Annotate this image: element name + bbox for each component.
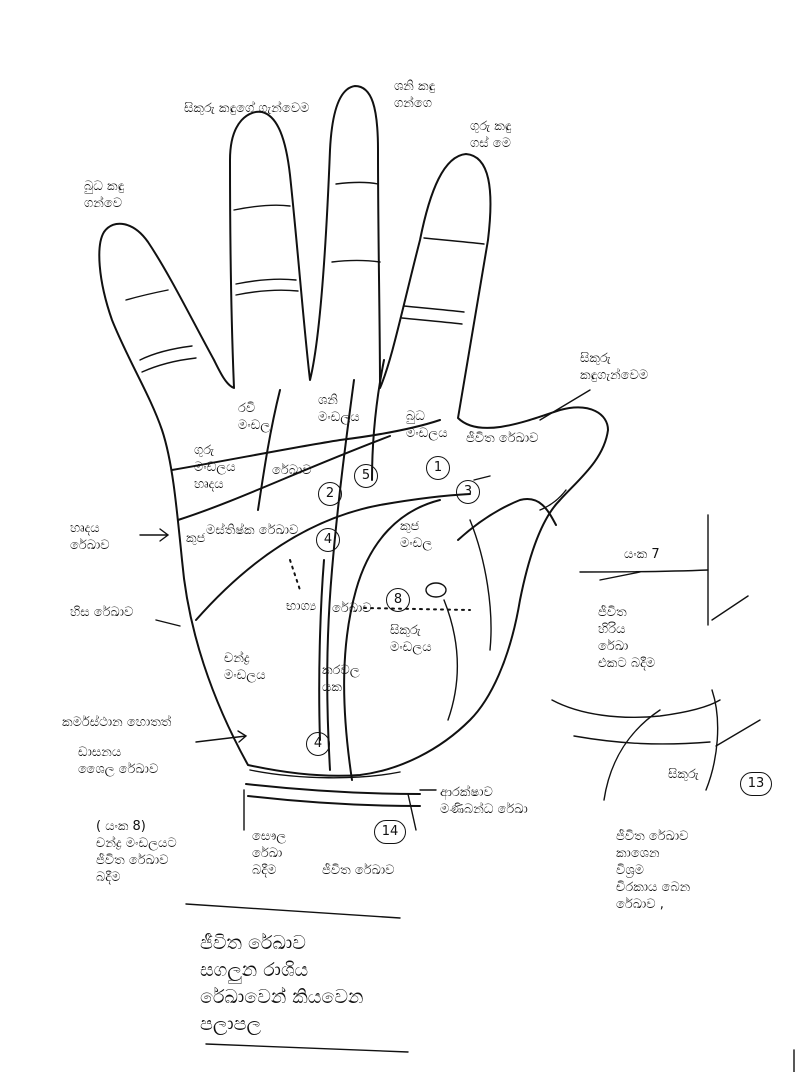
thumb-line <box>469 519 492 651</box>
label-budha-mount: බුධ මංඩලය <box>406 409 448 441</box>
mount-curve <box>443 599 459 721</box>
circled-number-4b: 4 <box>316 528 340 552</box>
label-guru-mount: ගුරු මංඩලය හෘදය <box>194 443 236 492</box>
label-inset-bottom: සිකුරු <box>668 767 699 782</box>
crease-index-1 <box>125 289 169 301</box>
label-inset-top-text: ජීවිත හිරිය රේඛා එකට බදීම <box>598 605 656 671</box>
inset-bottom-diag <box>715 719 761 747</box>
label-ring-finger-mount: සිකුරු කඳුගේ ගැන්වෙම <box>184 101 310 116</box>
inset-bottom-arc <box>705 689 719 791</box>
wrist-line-3 <box>249 769 401 779</box>
crease-little-2 <box>403 305 465 313</box>
thumb-inner <box>457 498 557 541</box>
crease-index-3 <box>141 357 197 373</box>
circled-number-14: 14 <box>374 820 406 844</box>
dotted-line-horizontal <box>363 607 471 611</box>
crease-little-3 <box>401 317 463 325</box>
label-footnote-life: ජීවිත රේඛාව <box>322 863 395 878</box>
crease-ring-1 <box>335 181 379 185</box>
label-fate-line-b: රේඛාව <box>332 601 372 616</box>
label-little-finger-mount: බුධ කඳු ගන්වෙ <box>84 179 125 211</box>
bottom-title: ජීවිත රේඛාව සගලුන රාශිය රේඛාවෙන් කියවෙන … <box>200 932 364 1035</box>
mole-mark <box>425 582 447 598</box>
label-sikuru-mount: සිකුරු මංඩලය <box>390 623 432 655</box>
head-line-lower <box>195 493 471 621</box>
label-head-line-mid: මස්තිෂ්ක රේඛාව <box>206 523 299 538</box>
label-footnote-left: ( යංක 8) චන්ද්‍ර මංඩලයට ජීවිත රේඛාව බදීම <box>96 819 177 885</box>
circled-number-13: 13 <box>740 772 772 796</box>
mercury-line <box>257 389 281 511</box>
wrist-line-2 <box>247 795 421 807</box>
label-footnote-mid: සෞල රේඛා බදීම <box>252 829 287 878</box>
crease-index-2 <box>139 345 193 361</box>
rule-bottom <box>205 1043 409 1053</box>
label-kuja-left: කුජ <box>186 531 206 546</box>
crease-ring-2 <box>331 259 381 263</box>
hand-outline <box>98 85 609 777</box>
crease-little-1 <box>423 237 485 245</box>
fate-line <box>326 379 355 771</box>
label-head-line-left: හිස රේඛාව <box>70 605 134 620</box>
circled-number-3: 3 <box>456 480 480 504</box>
arrow-heart <box>139 528 170 542</box>
label-index-finger-mount: ගුරු කඳු ගස් මෙ <box>470 119 512 151</box>
rule-top <box>185 903 401 919</box>
label-wrist-left2: ඩාසනය ශෛල රේඛාව <box>78 745 159 777</box>
label-kaval: කරවල යක <box>322 663 360 695</box>
crease-thumb <box>539 489 567 511</box>
label-shani-mount: ශනි මංඩලය <box>318 393 360 425</box>
sun-line <box>371 359 385 481</box>
circled-number-2: 2 <box>318 482 342 506</box>
heart-line <box>171 419 441 471</box>
label-ravi-mount: රවි මංඩල <box>238 401 271 433</box>
head-line <box>177 435 391 521</box>
label-inset-bottom-text: ජීවිත රේඛාව කාශෙන විශ්‍රම චිරකාය බෙන රේඛ… <box>616 829 691 912</box>
leader-sikuru <box>539 389 591 421</box>
label-heart-line-word: රේඛාව <box>272 463 312 478</box>
label-thumb-mount: සිකුරු කඳුගැන්වෙම <box>580 351 649 383</box>
inset-top-diag <box>711 595 749 621</box>
fate-line-2 <box>318 559 325 741</box>
arrow-head <box>155 619 181 627</box>
circled-number-5: 5 <box>354 464 378 488</box>
crease-middle-2 <box>235 278 297 285</box>
inset-top-branch1 <box>599 571 641 581</box>
label-heart-line-left: හෘදය රේඛාව <box>70 521 110 553</box>
wrist-line-1 <box>245 783 421 795</box>
circled-number-8: 8 <box>386 588 410 612</box>
label-inset-top: යංක 7 <box>624 547 660 562</box>
inset-bottom-curve2 <box>573 735 711 745</box>
inset-bottom-curve1 <box>551 699 721 718</box>
label-fate-line-a: භාග්‍ය <box>286 599 317 614</box>
label-wrist-right: ආරක්ෂාව මණිබන්ධ රේඛා <box>440 785 528 817</box>
circled-number-4: 4 <box>306 732 330 756</box>
life-line <box>343 499 441 781</box>
circled-number-1: 1 <box>426 456 450 480</box>
arrow-wrist <box>195 730 248 743</box>
inset-top-line <box>579 569 709 573</box>
label-chandra-mount: චන්ද්‍ර මංඩලය <box>224 651 266 683</box>
inset-bottom-curve3 <box>603 709 661 801</box>
label-kuja-mount: කුජ මංඩල <box>400 519 433 551</box>
label-middle-finger-mount: ශනි කඳු ගන්ගෙ <box>394 79 436 111</box>
leader-life <box>473 475 491 481</box>
wrist-leg-right <box>407 793 417 831</box>
label-life-line-top: ජීවිත රේඛාව <box>466 431 539 446</box>
dotted-line-diagonal <box>289 559 301 591</box>
label-wrist-left: කර්මස්ථාන හොතත් <box>62 715 172 730</box>
crease-middle-3 <box>235 289 299 296</box>
crease-middle-1 <box>233 204 291 211</box>
